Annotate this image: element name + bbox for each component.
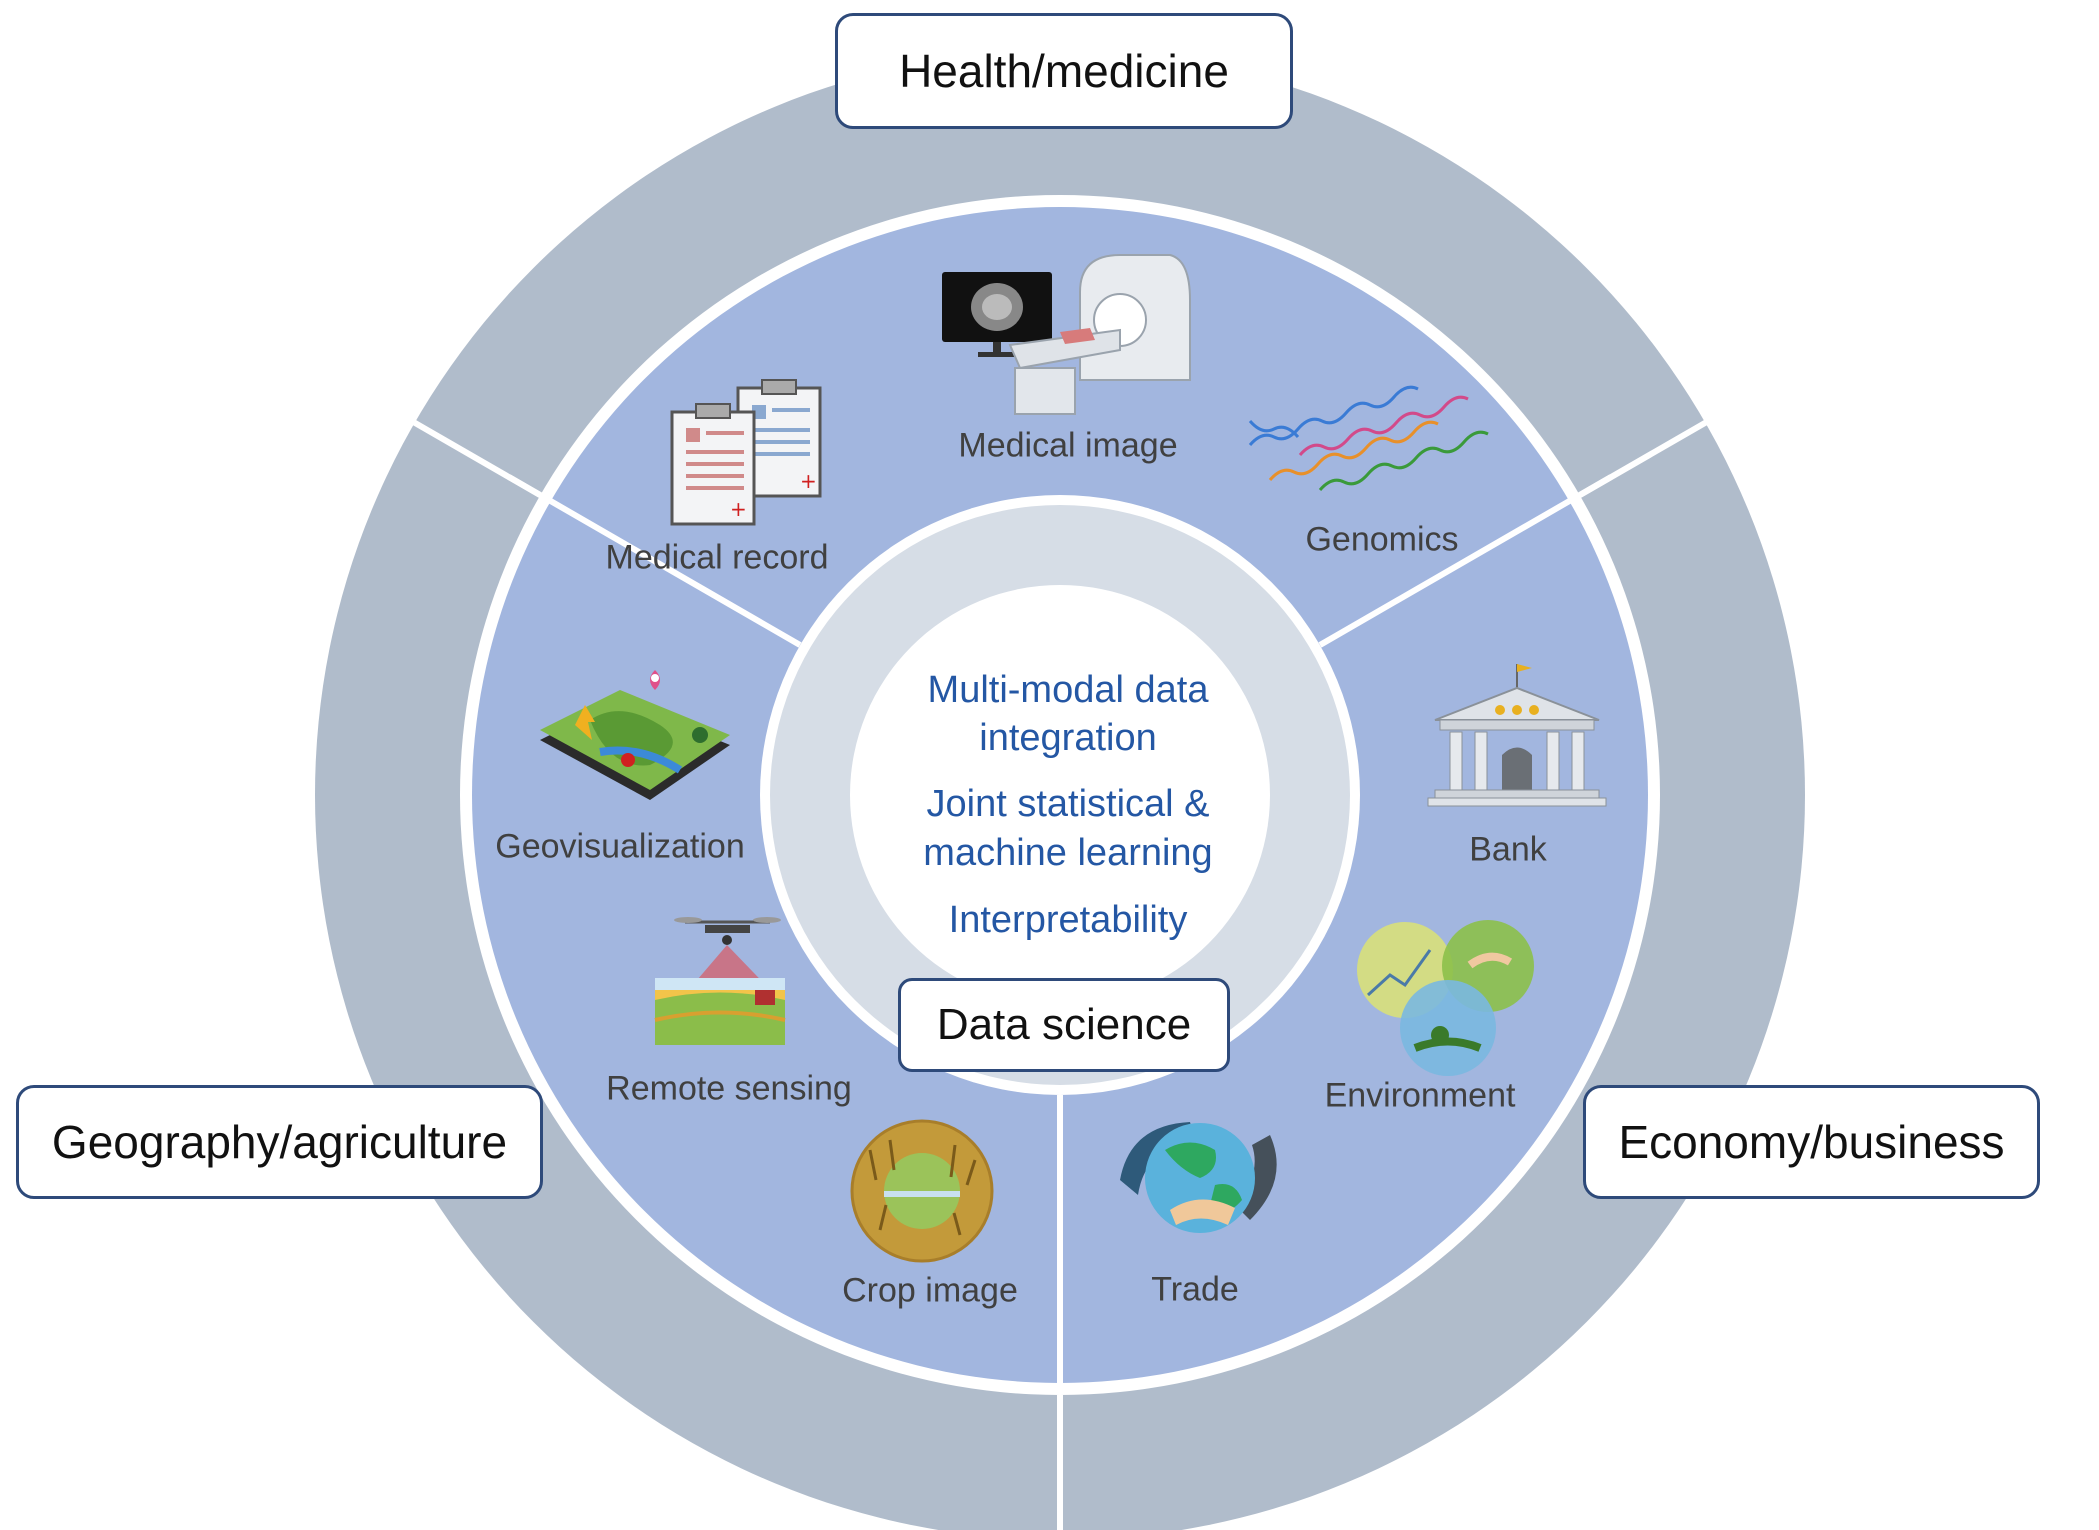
trade-globe-icon [1120,1122,1277,1233]
center-line-3: Joint statistical & [926,783,1210,825]
bank-icon [1427,664,1607,807]
geovisualization-label: Geovisualization [495,827,745,866]
svg-text:+: + [800,469,817,493]
map-icon [540,670,730,800]
crop-image-label: Crop image [842,1271,1018,1310]
remote-sensing-label: Remote sensing [606,1069,852,1108]
mri-scanner-icon [942,254,1191,415]
svg-text:+: + [730,497,747,521]
health-medicine-label: Health/medicine [835,13,1293,129]
data-science-label: Data science [898,978,1230,1072]
divider-left-inner [507,474,802,648]
center-line-4: machine learning [923,832,1213,874]
environment-icon [1357,920,1534,1076]
center-line-2: integration [979,717,1157,759]
geography-agriculture-label: Geography/agriculture [16,1085,543,1199]
divider-right-inner [1318,474,1613,648]
medical-image-label: Medical image [958,426,1178,465]
clipboard-icon: + + [670,379,822,526]
center-disc [850,585,1270,1005]
center-line-5: Interpretability [948,899,1188,941]
sector-dividers [368,394,1752,1530]
bank-label: Bank [1469,830,1547,869]
crop-field-icon [850,1119,994,1263]
center-line-1: Multi-modal data [927,669,1209,711]
drone-icon [654,917,786,1045]
medical-record-label: Medical record [605,538,829,577]
environment-label: Environment [1324,1076,1516,1115]
economy-business-label: Economy/business [1583,1085,2040,1199]
dna-icon [1248,385,1489,492]
genomics-label: Genomics [1305,520,1459,559]
trade-label: Trade [1151,1270,1239,1309]
